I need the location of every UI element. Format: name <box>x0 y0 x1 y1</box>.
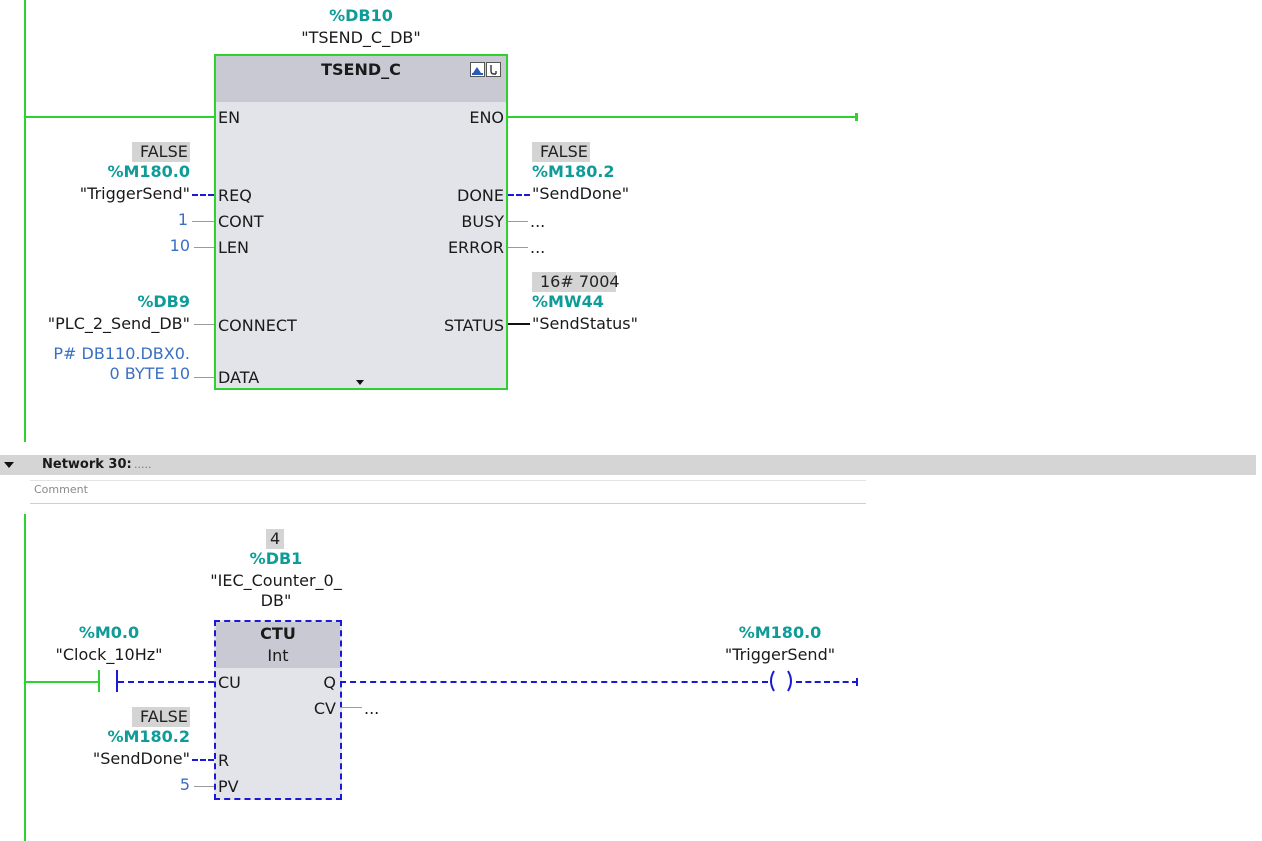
req-address[interactable]: %M180.0 <box>107 162 190 181</box>
req-tag[interactable]: "TriggerSend" <box>79 184 190 203</box>
pv-value[interactable]: 5 <box>179 775 190 794</box>
instance-db-name[interactable]: "TSEND_C_DB" <box>301 28 421 47</box>
eno-wire-end <box>855 113 858 121</box>
contact-tag[interactable]: "Clock_10Hz" <box>55 645 163 664</box>
done-address[interactable]: %M180.2 <box>532 162 615 181</box>
pin-q: Q <box>323 673 336 692</box>
pin-status: STATUS <box>443 316 504 335</box>
tsend-c-block[interactable]: TSEND_C <box>214 54 508 390</box>
done-monitor-value: FALSE <box>532 142 590 162</box>
coil-address[interactable]: %M180.0 <box>738 623 822 642</box>
pin-len: LEN <box>218 238 249 257</box>
ctu-title: CTU <box>260 624 296 643</box>
done-wire <box>508 194 530 196</box>
block-header <box>216 56 506 102</box>
contact-right-bar <box>116 670 118 692</box>
ctu-block-header <box>216 622 340 668</box>
cv-wire <box>340 707 362 708</box>
r-wire <box>192 759 214 761</box>
network-30-header[interactable]: Network 30: ..... <box>0 455 1256 475</box>
collapse-arrow-icon[interactable] <box>4 462 14 468</box>
pin-busy: BUSY <box>461 212 504 231</box>
len-wire <box>194 247 214 248</box>
cv-value[interactable]: ... <box>364 699 380 718</box>
contact-to-cu-wire <box>118 681 214 683</box>
pin-cv: CV <box>313 699 336 718</box>
pv-wire <box>194 786 214 787</box>
error-value[interactable]: ... <box>530 238 546 257</box>
counter-instance-name-line2[interactable]: DB" <box>260 591 292 610</box>
busy-wire <box>508 221 528 222</box>
pin-done: DONE <box>457 186 504 205</box>
data-wire <box>194 377 214 378</box>
status-monitor-value: 16# 7004 <box>532 272 620 292</box>
power-rail-30 <box>24 514 26 841</box>
block-diagnostics-icon[interactable] <box>470 62 485 77</box>
coil-out-wire <box>796 681 858 683</box>
pin-en: EN <box>218 108 241 127</box>
connect-address[interactable]: %DB9 <box>137 292 190 311</box>
len-value[interactable]: 10 <box>169 236 190 255</box>
r-address[interactable]: %M180.2 <box>107 727 190 746</box>
block-title: TSEND_C <box>321 60 401 79</box>
data-pointer-line2[interactable]: 0 BYTE 10 <box>109 364 190 383</box>
data-pointer-line1[interactable]: P# DB110.DBX0. <box>53 344 190 363</box>
contact-rail-wire <box>24 681 98 683</box>
expand-arrow-icon[interactable] <box>356 380 364 385</box>
req-wire <box>192 194 214 196</box>
pin-cont: CONT <box>218 212 264 231</box>
error-wire <box>508 247 528 248</box>
counter-instance-name-line1[interactable]: "IEC_Counter_0_ <box>210 571 342 590</box>
q-to-coil-wire <box>340 681 768 683</box>
ctu-block[interactable]: CTU Int <box>214 620 342 800</box>
busy-value[interactable]: ... <box>530 212 546 231</box>
network-comment: Comment <box>34 483 88 496</box>
power-rail <box>24 0 26 442</box>
pin-r: R <box>218 751 230 770</box>
cont-value[interactable]: 1 <box>177 210 188 229</box>
pin-eno: ENO <box>469 108 504 127</box>
eno-wire <box>508 116 858 118</box>
contact-left-bar <box>98 670 100 692</box>
coil-icon[interactable] <box>766 669 796 693</box>
pin-cu: CU <box>218 673 241 692</box>
instance-db-address[interactable]: %DB10 <box>329 6 393 25</box>
pin-data: DATA <box>218 368 260 387</box>
coil-tag[interactable]: "TriggerSend" <box>724 645 836 664</box>
done-tag[interactable]: "SendDone" <box>532 184 630 203</box>
connect-wire <box>194 324 214 325</box>
network-title: Network 30: <box>42 457 132 472</box>
pin-req: REQ <box>218 186 252 205</box>
network-comment-box[interactable]: Comment <box>30 480 866 504</box>
counter-instance-address[interactable]: %DB1 <box>249 549 303 568</box>
contact-address[interactable]: %M0.0 <box>78 623 140 642</box>
pin-connect: CONNECT <box>218 316 297 335</box>
r-tag[interactable]: "SendDone" <box>92 749 190 768</box>
status-wire <box>508 323 530 325</box>
ctu-type[interactable]: Int <box>267 646 289 665</box>
coil-wire-end <box>856 678 858 686</box>
cont-wire <box>192 221 214 222</box>
pin-pv: PV <box>218 777 239 796</box>
req-monitor-value: FALSE <box>132 142 190 162</box>
status-address[interactable]: %MW44 <box>532 292 604 311</box>
r-monitor-value: FALSE <box>132 707 190 727</box>
counter-monitor-value: 4 <box>266 529 285 549</box>
connect-tag[interactable]: "PLC_2_Send_DB" <box>47 314 190 333</box>
block-config-icon[interactable] <box>486 62 501 77</box>
network-title-dots[interactable]: ..... <box>134 458 152 471</box>
en-wire <box>24 116 216 118</box>
pin-error: ERROR <box>447 238 504 257</box>
status-tag[interactable]: "SendStatus" <box>532 314 638 333</box>
